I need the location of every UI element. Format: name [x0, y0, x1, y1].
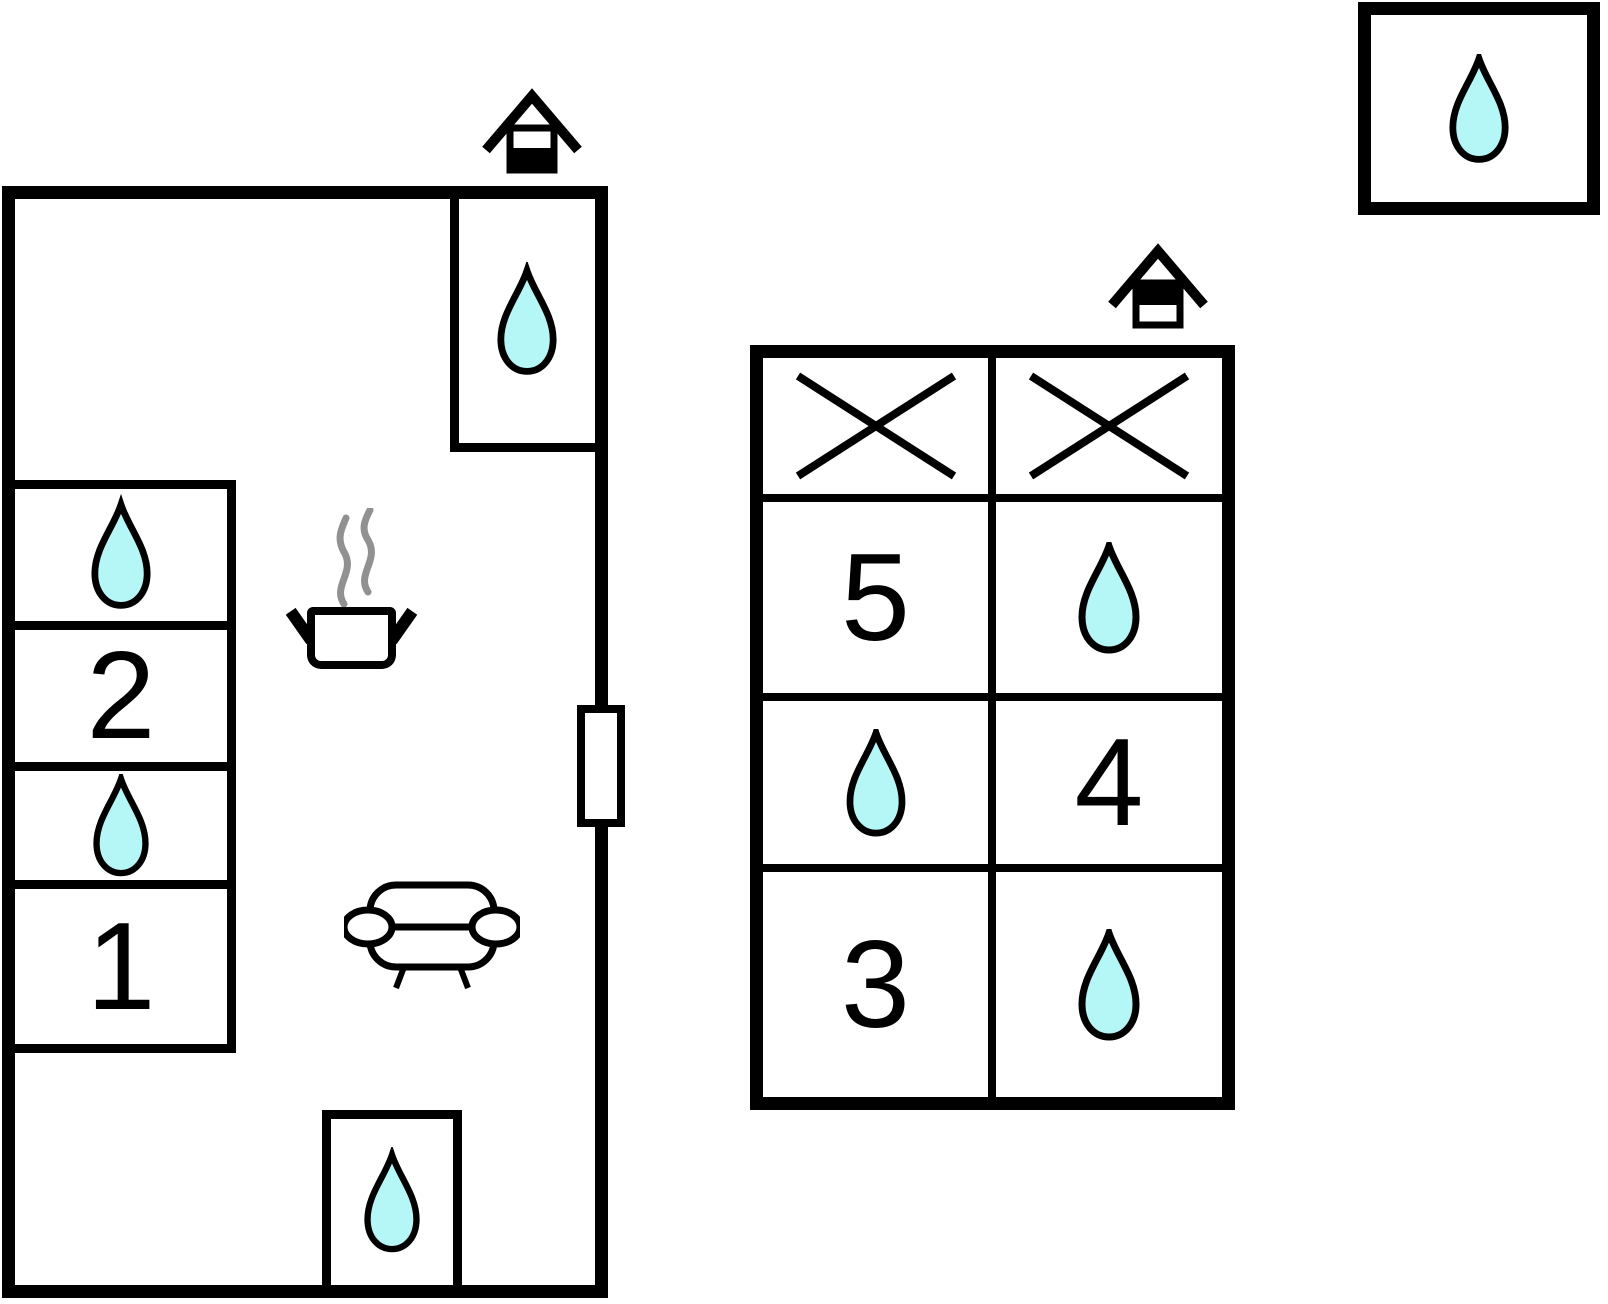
water-drop-icon: [846, 728, 905, 837]
room-5: 5: [763, 502, 988, 693]
wall: [453, 1110, 462, 1286]
water-drop-icon: [1078, 928, 1140, 1041]
wall: [15, 762, 236, 771]
room-2: 2: [15, 630, 227, 762]
room-4-label: 4: [1074, 713, 1144, 852]
bathroom-column-lower: [15, 771, 227, 880]
wall: [450, 443, 595, 452]
room-3: 3: [763, 872, 988, 1097]
bathroom-top-right: [459, 199, 595, 443]
wall: [322, 1110, 462, 1119]
cell-bathroom: [996, 502, 1222, 693]
cross-icon: [1028, 372, 1190, 480]
wall: [763, 864, 1222, 872]
wall: [988, 358, 996, 1097]
cell-crossed: [763, 358, 988, 494]
steam-icon: [336, 508, 375, 608]
entrance-icon: [1108, 243, 1208, 329]
wall: [15, 621, 236, 630]
wall: [450, 199, 459, 452]
entrance-icon: [482, 88, 582, 174]
cross-icon: [795, 372, 956, 480]
cooking-pot-icon: [307, 607, 396, 669]
wall: [15, 480, 236, 489]
annex-outline: [1358, 2, 1600, 215]
left-building-outline: [2, 186, 608, 1298]
room-1-label: 1: [86, 897, 156, 1036]
sofa-icon: [344, 881, 520, 990]
room-2-label: 2: [86, 627, 156, 765]
wall: [763, 693, 1222, 701]
cell-crossed: [996, 358, 1222, 494]
water-drop-icon: [497, 262, 557, 375]
wall: [763, 494, 1222, 502]
room-5-label: 5: [841, 528, 910, 667]
wall: [322, 1110, 331, 1286]
cell-bathroom: [996, 872, 1222, 1097]
bathroom-column-upper: [15, 489, 227, 621]
wall: [15, 1044, 236, 1053]
room-4: 4: [996, 701, 1222, 864]
water-drop-icon: [1449, 53, 1509, 163]
room-1: 1: [15, 889, 227, 1044]
water-drop-icon: [364, 1147, 420, 1253]
wall: [15, 880, 236, 889]
water-drop-icon: [1078, 541, 1140, 654]
door: [577, 705, 625, 827]
cell-bathroom: [763, 701, 988, 864]
bathroom-bottom: [331, 1119, 453, 1285]
room-3-label: 3: [841, 915, 910, 1054]
water-drop-icon: [93, 773, 149, 876]
water-drop-icon: [91, 493, 151, 609]
